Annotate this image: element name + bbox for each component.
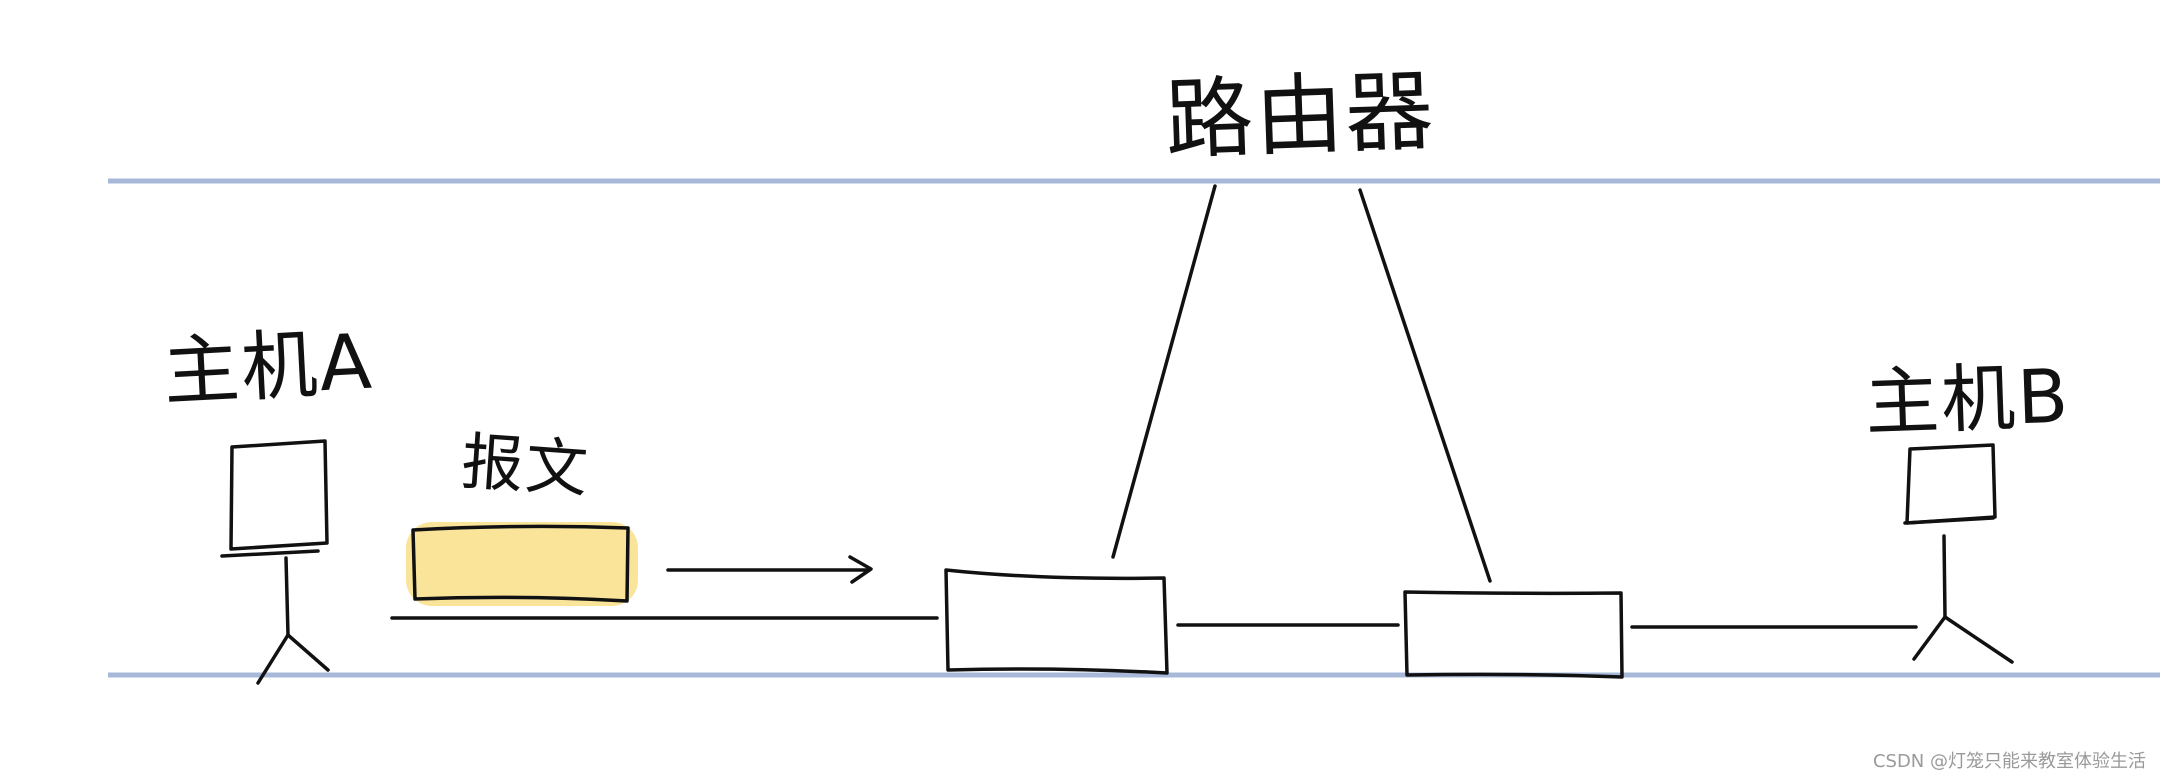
host-a-icon xyxy=(220,439,330,685)
packet-box xyxy=(411,524,630,603)
packet-highlight xyxy=(406,522,638,606)
host-b-icon xyxy=(1903,443,2014,664)
router-leg-right xyxy=(1358,188,1492,583)
watermark: CSDN @灯笼只能来教室体验生活 xyxy=(1872,751,2146,772)
router-label: 路由器 xyxy=(1163,59,1437,172)
router-port-left-icon xyxy=(944,568,1169,675)
right-arrow-icon xyxy=(666,555,873,584)
router-leg-left xyxy=(1111,184,1217,559)
router-port-right-icon xyxy=(1403,590,1624,679)
host-a-label: 主机A xyxy=(161,316,376,417)
host-b-label: 主机B xyxy=(1863,353,2072,447)
packet-label: 报文 xyxy=(459,424,593,507)
